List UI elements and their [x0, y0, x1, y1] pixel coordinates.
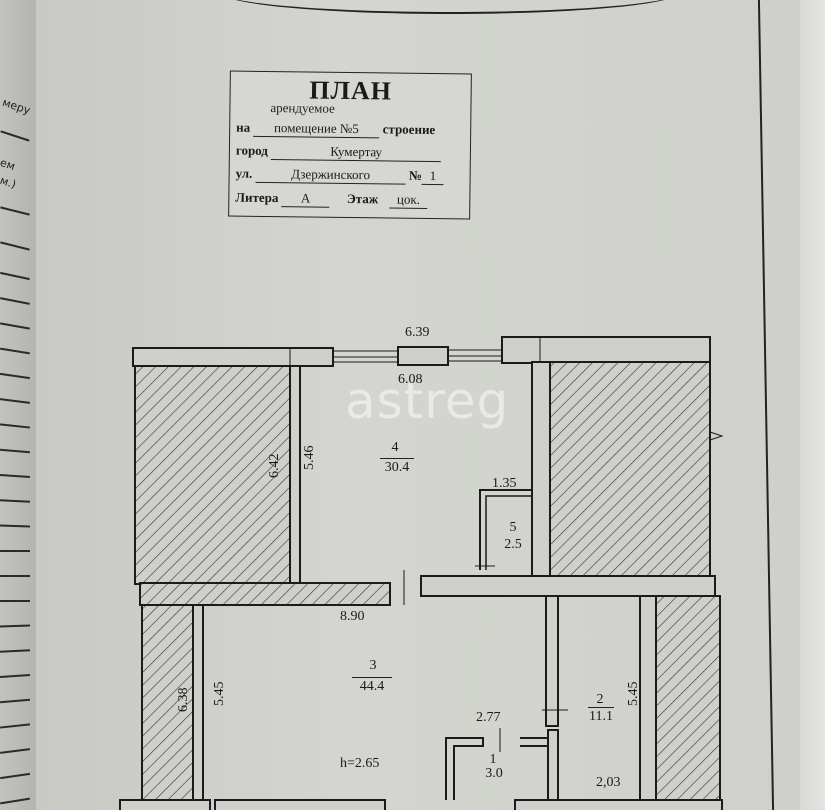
room-4-number: 4 [391, 440, 399, 455]
left-page: меру ем м.) [0, 0, 36, 810]
room-4-area: 30.4 [380, 458, 414, 476]
page-curve-line [220, 0, 680, 14]
dimension-room4-left-inner: 5.46 [302, 445, 317, 471]
dimension-room4-left-outer: 6.42 [267, 453, 282, 479]
page-edge [800, 0, 825, 810]
room-5-area: 2.5 [504, 537, 522, 552]
dimension-room3-left-inner: 5.45 [212, 681, 227, 707]
divider [0, 550, 30, 552]
ceiling-height: h=2.65 [340, 756, 380, 771]
room-2-number: 2 [596, 692, 604, 707]
divider [0, 575, 30, 577]
dimension-top-outer: 6.39 [405, 325, 430, 340]
watermark: astreg [345, 372, 510, 430]
room-2-area: 11.1 [588, 707, 614, 724]
dimension-room5-width: 1.35 [492, 476, 517, 491]
room-5-number: 5 [509, 520, 517, 535]
dimension-top-inner: 6.08 [398, 372, 423, 387]
room-3-number: 3 [369, 658, 377, 673]
dimension-middle-width: 8.90 [340, 609, 365, 624]
room-1-area: 3.0 [485, 766, 503, 781]
dimension-room1-width: 2.77 [476, 710, 501, 725]
room-1-number: 1 [489, 752, 497, 767]
dimension-room3-left-outer: 6.38 [176, 687, 191, 713]
dimension-room2-right: 5.45 [626, 681, 641, 707]
divider [0, 600, 30, 602]
room-3-area: 44.4 [352, 677, 392, 695]
dimension-bottom-right: 2,03 [596, 775, 621, 790]
